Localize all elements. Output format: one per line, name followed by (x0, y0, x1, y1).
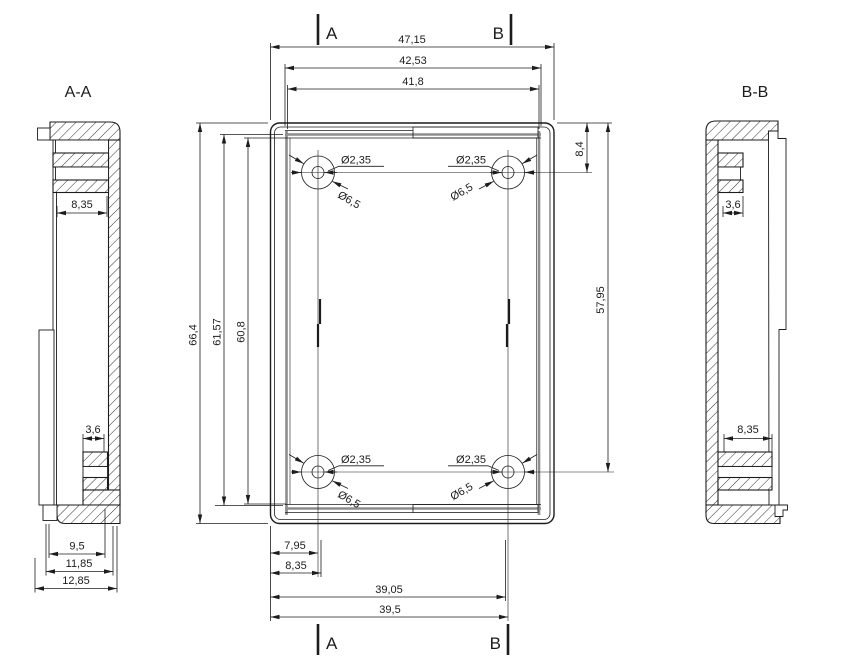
aa-lower-rib (82, 476, 109, 491)
bb-rib (717, 179, 744, 194)
section-bb-title: B-B (742, 84, 769, 101)
aa-bottom-foot (42, 504, 58, 521)
dim-label: 8,35 (71, 199, 92, 211)
hole-large-label: Ø6,5 (449, 481, 476, 503)
dim-hole-span-horizontal: 39,05 (270, 584, 506, 600)
bb-dim-slot-width: 3,6 (722, 196, 744, 217)
dim-height-inner: 61,57 (212, 134, 283, 506)
bb-left-wall (705, 139, 719, 506)
dim-label: 41,8 (402, 76, 423, 88)
section-marker-label: B (490, 634, 501, 653)
dim-width-inner2: 41,8 (287, 76, 540, 129)
dim-label: 66,4 (188, 324, 200, 345)
screw-hole-bottom-left: Ø2,35 Ø6,5 (288, 454, 384, 511)
section-marker-a-bottom: A (316, 624, 338, 655)
section-marker-label: A (326, 24, 338, 43)
dim-label: 3,6 (725, 199, 740, 211)
dim-hole-left-offset2: 8,35 (270, 560, 321, 576)
dim-width-inner: 42,53 (284, 55, 542, 126)
aa-top-cap (49, 121, 121, 141)
hole-large-label: Ø6,5 (336, 189, 363, 211)
dim-hole-left-offset: 7,95 (270, 540, 318, 556)
aa-rib (52, 179, 110, 194)
screw-hole-top-left: Ø2,35 Ø6,5 (288, 155, 384, 212)
dim-label: 57,95 (595, 286, 607, 314)
aa-slot (55, 166, 109, 181)
dim-label: 42,53 (399, 55, 427, 67)
aa-dim-slot-width: 3,6 (82, 424, 105, 452)
aa-bottom-cap (56, 504, 121, 525)
aa-lower-slot (82, 466, 108, 478)
enclosure-outer-outline (269, 122, 555, 525)
bb-dim-rib-width: 8,35 (723, 424, 773, 452)
dim-label: 9,5 (69, 541, 84, 553)
dim-hole-span-horizontal2: 39,5 (270, 604, 508, 620)
hole-small-label: Ø2,35 (341, 454, 371, 466)
bottom-cover-step (412, 504, 539, 513)
top-cover-step (412, 126, 539, 139)
main-view: Ø2,35 Ø6,5 Ø2,35 Ø6,5 Ø2,35 Ø6,5 (188, 14, 614, 655)
aa-lower-step (82, 489, 121, 506)
dim-hole-span-vertical: 57,95 (595, 123, 611, 472)
dim-label: 60,8 (236, 321, 248, 342)
aa-dim-rib-width: 8,35 (56, 196, 108, 217)
aa-dim-bottom-outer: 12,85 (34, 526, 118, 593)
bb-slot (717, 166, 741, 181)
bb-lower-slot (717, 466, 773, 478)
aa-slot (55, 139, 109, 154)
enclosure-inner-outline (274, 126, 551, 520)
aa-dim-bottom-inner: 9,5 (48, 509, 106, 558)
section-aa-view: A-A 8,35 3,6 (34, 84, 121, 593)
aa-dim-bottom-mid: 11,85 (45, 524, 114, 576)
section-aa-title: A-A (65, 84, 92, 101)
dim-label: 11,85 (66, 558, 93, 570)
dim-label: 12,85 (62, 575, 90, 587)
bb-lower-rib (717, 476, 773, 491)
screw-hole-bottom-right: Ø2,35 Ø6,5 (448, 454, 538, 503)
dim-width-outer: 47,15 (270, 34, 555, 120)
bb-bottom-cap (705, 504, 781, 525)
section-marker-label: B (493, 24, 504, 43)
bb-rib (717, 152, 744, 168)
section-marker-b-top: B (493, 14, 513, 45)
hole-small-label: Ø2,35 (456, 155, 486, 167)
aa-right-wall (107, 139, 121, 506)
screw-hole-top-right: Ø2,35 Ø6,5 (448, 155, 538, 204)
section-marker-label: A (326, 634, 338, 653)
bb-right-panel (768, 130, 787, 506)
bb-lower-rib (717, 451, 773, 468)
aa-rib (52, 152, 110, 168)
dim-label: 47,15 (398, 34, 426, 46)
aa-front-panel (38, 329, 55, 506)
hole-small-label: Ø2,35 (456, 454, 486, 466)
bb-bottom-foot (774, 504, 788, 517)
hole-large-label: Ø6,5 (449, 181, 476, 203)
dim-label: 8,35 (285, 560, 306, 572)
dim-label: 39,05 (375, 584, 403, 596)
section-bb-view: B-B 3,6 8,35 (705, 84, 788, 525)
dim-height-outer: 66,4 (188, 122, 268, 524)
dim-label: 8,35 (737, 424, 758, 436)
dim-height-inner2: 60,8 (236, 137, 286, 505)
section-marker-b-bottom: B (490, 624, 510, 655)
section-marker-a-top: A (316, 14, 338, 45)
dim-label: 3,6 (85, 424, 100, 436)
dim-label: 8,4 (574, 141, 586, 156)
hole-small-label: Ø2,35 (341, 155, 371, 167)
dim-label: 39,5 (379, 604, 400, 616)
bb-top-cap (705, 120, 779, 141)
dim-hole-top-offset: 8,4 (557, 122, 612, 173)
dim-label: 7,95 (284, 540, 305, 552)
aa-lower-rib (82, 451, 109, 468)
aa-top-tab (37, 127, 51, 141)
dim-label: 61,57 (212, 318, 224, 346)
